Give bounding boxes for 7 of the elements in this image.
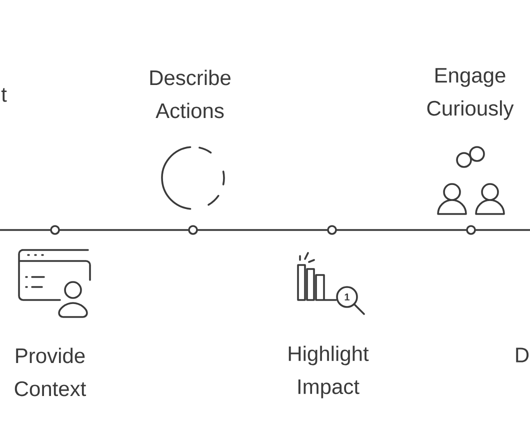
step-label: Describe Actions bbox=[150, 70, 230, 118]
step-label: Highlight Impact bbox=[288, 346, 369, 398]
partial-label: t bbox=[1, 88, 7, 102]
digit-text: 1 bbox=[344, 294, 350, 300]
step-label: Engage Curiously bbox=[427, 68, 514, 120]
step-label: Provide Context bbox=[14, 348, 86, 396]
partial-label: D bbox=[516, 348, 529, 362]
